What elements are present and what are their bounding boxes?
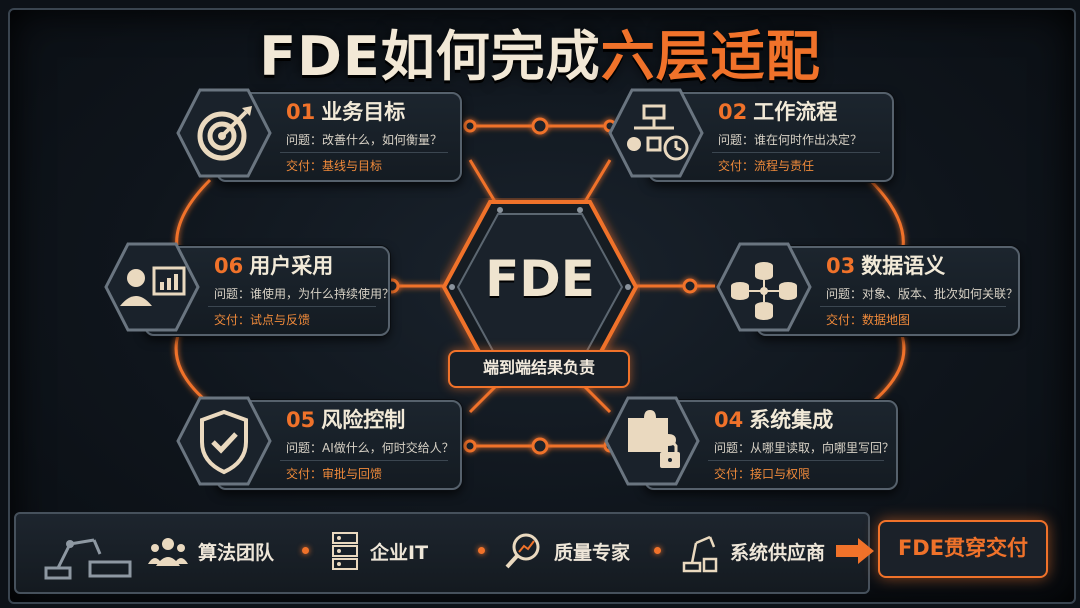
card-deliverable: 交付：接口与权限 bbox=[714, 467, 811, 481]
separator-dot bbox=[302, 547, 309, 554]
center-label: FDE bbox=[485, 250, 595, 308]
robot-arm-icon bbox=[682, 535, 718, 573]
title-part2: 六层适配 bbox=[600, 25, 821, 88]
title-part1: FDE如何完成 bbox=[259, 25, 601, 88]
card-deliverable: 交付：审批与回馈 bbox=[286, 467, 383, 481]
center-fde-hexagon: FDE bbox=[440, 198, 640, 376]
card-question: 问题：从哪里读取，向哪里写回？ bbox=[714, 441, 895, 455]
data-network-icon bbox=[716, 240, 812, 334]
divider bbox=[712, 152, 880, 153]
separator-dot bbox=[654, 547, 661, 554]
bottom-item-system-vendor: 系统供应商 bbox=[680, 526, 825, 576]
divider bbox=[280, 152, 448, 153]
card-deliverable: 交付：数据地图 bbox=[826, 313, 911, 327]
team-icon bbox=[148, 538, 188, 566]
puzzle-lock-icon bbox=[604, 394, 700, 488]
bottom-item-label: 系统供应商 bbox=[730, 541, 826, 564]
card-panel bbox=[756, 246, 1020, 336]
bottom-item-enterprise-it: 企业IT bbox=[330, 526, 428, 576]
divider bbox=[708, 460, 884, 461]
separator-dot bbox=[478, 547, 485, 554]
divider bbox=[280, 460, 448, 461]
card-deliverable: 交付：试点与反馈 bbox=[214, 313, 311, 327]
workflow-icon bbox=[608, 86, 704, 180]
card-question: 问题：改善什么，如何衡量？ bbox=[286, 133, 443, 147]
bottom-item-label: 企业IT bbox=[370, 541, 429, 564]
final-delivery-box: FDE贯穿交付 bbox=[878, 520, 1048, 578]
divider bbox=[820, 306, 1006, 307]
robot-arm-icon bbox=[44, 538, 132, 580]
bottom-item-algorithm-team: 算法团队 bbox=[148, 526, 274, 576]
shield-check-icon bbox=[176, 394, 272, 488]
card-deliverable: 交付：基线与目标 bbox=[286, 159, 383, 173]
bottom-bar bbox=[14, 512, 870, 594]
bottom-item-label: 质量专家 bbox=[554, 541, 631, 564]
user-chart-icon bbox=[104, 240, 200, 334]
divider bbox=[208, 306, 376, 307]
card-deliverable: 交付：流程与责任 bbox=[718, 159, 815, 173]
bottom-item-quality-expert: 质量专家 bbox=[504, 526, 630, 576]
bottom-item-label: 算法团队 bbox=[198, 541, 275, 564]
magnifier-chart-icon bbox=[505, 533, 540, 569]
page-title: FDE如何完成六层适配 bbox=[0, 12, 1080, 91]
card-question: 问题：对象、版本、批次如何关联？ bbox=[826, 287, 1019, 301]
server-icon bbox=[332, 532, 358, 570]
card-question: 问题：谁在何时作出决定？ bbox=[718, 133, 863, 147]
center-tag: 端到端结果负责 bbox=[448, 350, 630, 388]
target-icon bbox=[176, 86, 272, 180]
arrow-right-icon bbox=[836, 538, 874, 564]
card-question: 问题：谁使用，为什么持续使用？ bbox=[214, 287, 395, 301]
card-question: 问题：AI做什么，何时交给人？ bbox=[286, 441, 454, 455]
